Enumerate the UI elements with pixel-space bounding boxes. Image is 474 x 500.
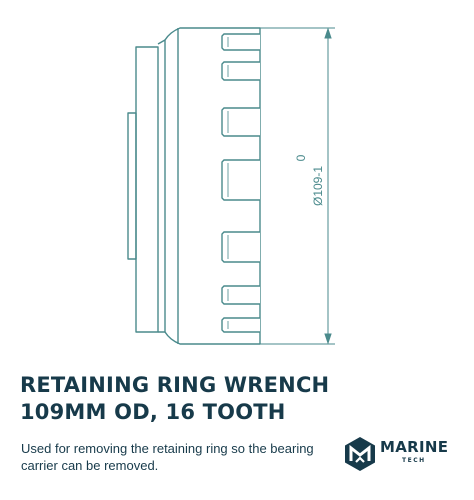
dimension-arrow-bottom: [324, 333, 332, 345]
dimension-label: Ø109-1: [311, 166, 325, 206]
tooth-slot: [221, 317, 260, 333]
tooth-slot: [221, 285, 260, 305]
dimension-top-label: 0: [294, 154, 308, 161]
title-line-1: RETAINING RING WRENCH: [20, 373, 330, 397]
teeth-group: [221, 33, 260, 333]
product-title: RETAINING RING WRENCH 109MM OD, 16 TOOTH: [20, 372, 329, 426]
rear-flange: [135, 46, 159, 333]
wrench-technical-drawing: 0 Ø109-1: [127, 27, 335, 345]
logo-subword: TECH: [402, 457, 426, 464]
tooth-slot: [221, 61, 260, 81]
tooth-slot: [221, 107, 260, 137]
tooth-slot: [221, 33, 260, 51]
marine-tech-logo-icon: [345, 437, 375, 471]
marine-tech-logo: MARINE TECH: [344, 434, 464, 474]
dimension-arrow-top: [324, 27, 332, 39]
rear-step: [157, 39, 166, 333]
logo-word: MARINE: [380, 438, 449, 456]
product-description: Used for removing the retaining ring so …: [21, 441, 314, 473]
tooth-slot: [221, 159, 260, 201]
title-line-2: 109MM OD, 16 TOOTH: [20, 400, 286, 424]
back-plate: [127, 112, 137, 260]
tooth-slot: [221, 231, 260, 263]
